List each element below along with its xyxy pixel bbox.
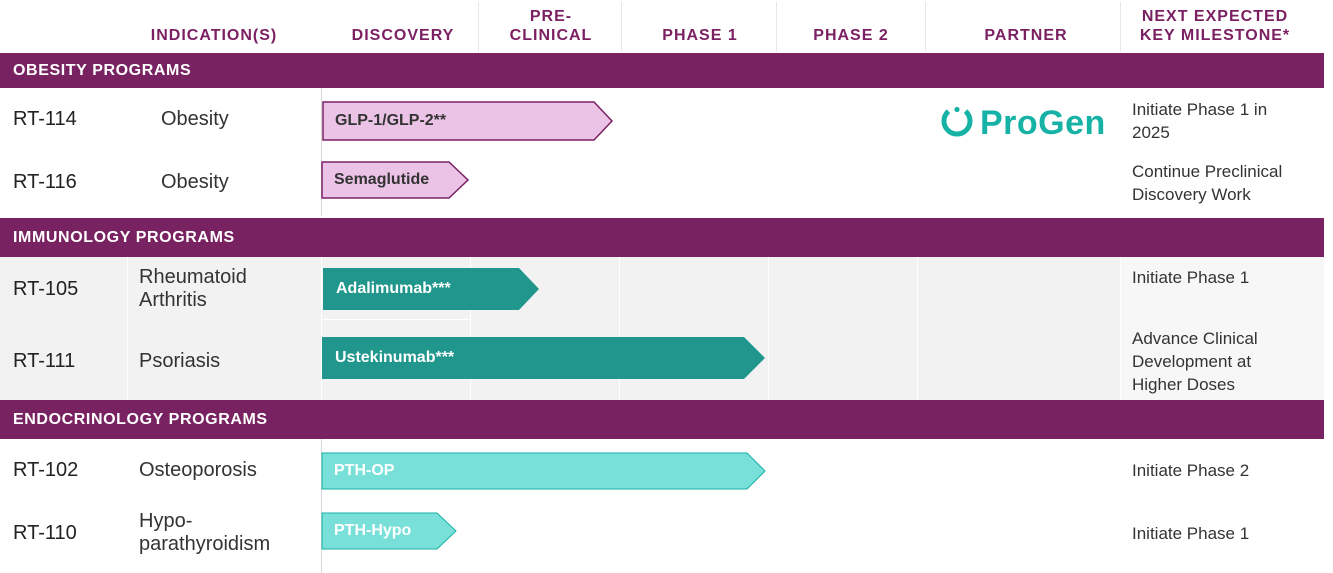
- column-divider: [619, 257, 620, 400]
- indication: Rheumatoid Arthritis: [139, 266, 247, 312]
- indication-line: parathyroidism: [139, 533, 271, 555]
- arrow-shape: [322, 337, 765, 379]
- milestone: Initiate Phase 1: [1132, 522, 1249, 545]
- header-divider: [1120, 2, 1121, 52]
- indication-line: Hypo-: [139, 510, 193, 532]
- arrow-shape: [321, 452, 766, 490]
- column-divider: [127, 257, 128, 400]
- program-arrow-pth-hypo: PTH-Hypo: [321, 512, 458, 550]
- program-label: Adalimumab***: [336, 280, 451, 297]
- program-arrow-glp1-glp2: GLP-1/GLP-2**: [322, 101, 614, 141]
- program-arrow-semaglutide: Semaglutide: [321, 161, 471, 199]
- milestone-line: Initiate Phase 1 in: [1132, 100, 1268, 119]
- milestone-line: Discovery Work: [1132, 185, 1251, 204]
- program-label: PTH-Hypo: [334, 522, 412, 539]
- program-arrow-pth-op: PTH-OP: [321, 452, 767, 490]
- column-divider: [470, 257, 471, 400]
- program-label: Ustekinumab***: [335, 349, 455, 366]
- column-divider: [1120, 257, 1121, 400]
- indication: Osteoporosis: [139, 459, 257, 481]
- arrow-shape: [323, 268, 539, 310]
- milestone-line: Initiate Phase 1: [1132, 524, 1250, 543]
- indication: Psoriasis: [139, 350, 221, 372]
- header-phase2: PHASE 2: [813, 27, 889, 44]
- program-id: RT-114: [13, 108, 77, 130]
- milestone: Advance Clinical Development at Higher D…: [1132, 327, 1258, 396]
- program-id: RT-111: [13, 350, 76, 372]
- program-label: GLP-1/GLP-2**: [335, 112, 447, 129]
- program-label: Semaglutide: [334, 171, 430, 188]
- milestone-line: Continue Preclinical: [1132, 162, 1283, 181]
- header-divider: [621, 2, 622, 52]
- milestone-line: Initiate Phase 1: [1132, 268, 1250, 287]
- program-arrow-adalimumab: Adalimumab***: [323, 268, 541, 310]
- indication-line: Arthritis: [139, 289, 207, 311]
- header-divider: [776, 2, 777, 52]
- milestone: Initiate Phase 1 in 2025: [1132, 98, 1267, 144]
- section-band-endocrinology: ENDOCRINOLOGY PROGRAMS: [0, 400, 1324, 439]
- header-divider: [478, 2, 479, 52]
- program-label: PTH-OP: [334, 462, 395, 479]
- milestone-column: [1121, 257, 1324, 400]
- milestone-line: Development at: [1132, 352, 1252, 371]
- indication: Obesity: [161, 171, 229, 193]
- milestone: Continue Preclinical Discovery Work: [1132, 160, 1282, 206]
- progen-ring-icon: [941, 106, 973, 137]
- arrow-shape: [321, 161, 470, 199]
- program-id: RT-105: [13, 278, 79, 300]
- arrow-shape: [322, 101, 614, 141]
- section-band-immunology: IMMUNOLOGY PROGRAMS: [0, 218, 1324, 257]
- milestone-line: Initiate Phase 2: [1132, 461, 1250, 480]
- milestone-line: Higher Doses: [1132, 375, 1235, 394]
- header-preclinical: PRE- CLINICAL: [480, 7, 622, 45]
- milestone-line: 2025: [1132, 123, 1170, 142]
- section-band-obesity: OBESITY PROGRAMS: [0, 53, 1324, 88]
- indication-line: Rheumatoid: [139, 266, 247, 288]
- discovery-divider: [321, 439, 322, 573]
- arrow-shape: [321, 512, 457, 550]
- indication: Hypo- parathyroidism: [139, 510, 270, 556]
- header-preclinical-line2: CLINICAL: [509, 27, 593, 44]
- header-preclinical-line1: PRE-: [529, 8, 573, 25]
- header-indication: INDICATION(S): [150, 27, 278, 44]
- discovery-divider: [321, 88, 322, 216]
- header-divider: [925, 2, 926, 52]
- column-divider: [917, 257, 918, 400]
- header-milestone-line2: KEY MILESTONE*: [1139, 27, 1291, 44]
- indication: Obesity: [161, 108, 229, 130]
- partner-name: ProGen: [980, 104, 1106, 142]
- row-separator: [321, 319, 471, 320]
- program-id: RT-110: [13, 522, 77, 544]
- program-id: RT-102: [13, 459, 79, 481]
- program-arrow-ustekinumab: Ustekinumab***: [322, 337, 767, 379]
- milestone: Initiate Phase 1: [1132, 266, 1249, 289]
- program-id: RT-116: [13, 171, 77, 193]
- milestone: Initiate Phase 2: [1132, 459, 1249, 482]
- milestone-line: Advance Clinical: [1132, 329, 1258, 348]
- header-phase1: PHASE 1: [662, 27, 738, 44]
- column-divider: [768, 257, 769, 400]
- header-milestone-line1: NEXT EXPECTED: [1141, 8, 1289, 25]
- header-milestone: NEXT EXPECTED KEY MILESTONE*: [1116, 7, 1314, 45]
- column-divider: [321, 257, 322, 400]
- header-partner: PARTNER: [984, 27, 1068, 44]
- header-discovery: DISCOVERY: [351, 27, 455, 44]
